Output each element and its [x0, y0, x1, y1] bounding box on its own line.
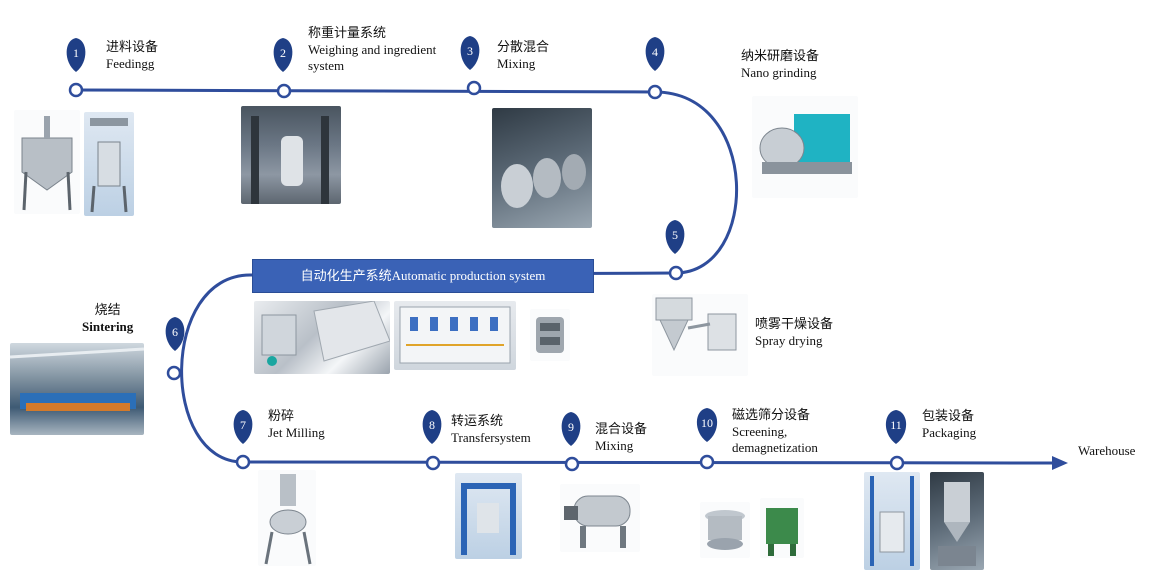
step-2-en-line2: system	[308, 58, 345, 73]
step-3-en: Mixing	[497, 56, 536, 71]
node-4	[647, 84, 663, 100]
marker-1-number: 1	[73, 46, 79, 60]
nano-grinding-photo	[752, 96, 858, 198]
mixing-equipment-photo	[560, 484, 640, 552]
node-11	[889, 455, 905, 471]
warehouse-text: Warehouse	[1078, 443, 1136, 458]
step-8-en: Transfersystem	[451, 430, 531, 445]
step-9-label: 混合设备 Mixing	[595, 422, 647, 454]
marker-11-number: 11	[890, 418, 902, 432]
step-1-label: 进料设备 Feedingg	[106, 40, 158, 72]
marker-6-number: 6	[172, 325, 178, 339]
feeding-equipment-photo-a	[14, 110, 80, 214]
automatic-system-photo-a	[254, 300, 391, 374]
step-8-label: 转运系统 Transfersystem	[451, 414, 531, 446]
marker-3-number: 3	[467, 44, 473, 58]
marker-4	[645, 37, 665, 71]
node-5	[668, 265, 684, 281]
marker-8-number: 8	[429, 418, 435, 432]
node-2	[276, 83, 292, 99]
step-2-en-line1: Weighing and ingredient	[308, 42, 437, 57]
screening-equipment-photo-a	[700, 502, 750, 558]
marker-2-number: 2	[280, 46, 286, 60]
node-8	[425, 455, 441, 471]
step-nodes	[68, 80, 905, 472]
step-6-cn: 烧结	[94, 303, 121, 318]
step-7-en: Jet Milling	[268, 425, 325, 440]
step-7-cn: 粉碎	[268, 409, 295, 424]
marker-8	[422, 410, 442, 444]
warehouse-label: Warehouse	[1078, 443, 1135, 459]
flow-arrowhead	[1052, 456, 1068, 470]
automatic-production-banner: 自动化生产系统Automatic production system	[252, 259, 594, 293]
step-7-label: 粉碎 Jet Milling	[268, 409, 325, 441]
step-10-en-line1: Screening,	[732, 424, 788, 439]
node-9	[564, 456, 580, 472]
marker-5-number: 5	[672, 228, 678, 242]
step-5-en: Spray drying	[755, 333, 823, 348]
feeding-equipment-photo-b	[84, 112, 134, 216]
automatic-system-valve-photo	[530, 309, 570, 361]
step-10-en-line2: demagnetization	[732, 440, 818, 455]
marker-numbers: 1 2 3 4 5 6 7 8 9 10 11	[73, 44, 902, 434]
dispersion-mixing-photo	[492, 108, 592, 228]
step-3-label: 分散混合 Mixing	[497, 40, 549, 72]
jet-milling-photo	[258, 470, 316, 566]
sintering-photo	[9, 343, 145, 435]
node-3	[466, 80, 482, 96]
step-10-label: 磁选筛分设备 Screening, demagnetization	[732, 408, 818, 456]
automatic-system-control-panel-photo	[394, 301, 516, 370]
marker-6	[165, 317, 185, 351]
weighing-system-photo	[241, 106, 341, 204]
marker-1	[66, 38, 86, 72]
step-2-label: 称重计量系统 Weighing and ingredient system	[308, 26, 436, 74]
marker-3	[460, 36, 480, 70]
marker-5	[665, 220, 685, 254]
step-9-en: Mixing	[595, 438, 634, 453]
node-6	[166, 365, 182, 381]
step-2-cn: 称重计量系统	[308, 26, 387, 41]
step-6-en: Sintering	[82, 319, 134, 334]
step-1-en: Feedingg	[106, 56, 155, 71]
marker-11	[885, 410, 907, 444]
step-11-cn: 包装设备	[922, 409, 975, 424]
step-4-label: 纳米研磨设备 Nano grinding	[741, 49, 819, 81]
node-1	[68, 82, 84, 98]
marker-2	[273, 38, 293, 72]
marker-7-number: 7	[240, 418, 246, 432]
step-9-cn: 混合设备	[595, 422, 648, 437]
step-8-cn: 转运系统	[451, 414, 504, 429]
node-10	[699, 454, 715, 470]
spray-drying-photo	[652, 294, 748, 376]
step-5-cn: 喷雾干燥设备	[755, 317, 834, 332]
node-7	[235, 454, 251, 470]
step-10-cn: 磁选筛分设备	[732, 408, 811, 423]
marker-10-number: 10	[701, 416, 713, 430]
packaging-equipment-photo-a	[864, 472, 920, 570]
marker-10	[696, 408, 718, 442]
step-3-cn: 分散混合	[497, 40, 550, 55]
step-4-cn: 纳米研磨设备	[741, 49, 820, 64]
demagnetization-equipment-photo	[760, 498, 804, 558]
marker-4-number: 4	[652, 45, 658, 59]
marker-9-number: 9	[568, 420, 574, 434]
step-5-label: 喷雾干燥设备 Spray drying	[755, 317, 833, 349]
step-4-en: Nano grinding	[741, 65, 817, 80]
step-11-label: 包装设备 Packaging	[922, 409, 976, 441]
step-11-en: Packaging	[922, 425, 977, 440]
marker-9	[561, 412, 581, 446]
transfer-system-photo	[455, 473, 522, 559]
packaging-equipment-photo-b	[930, 472, 984, 570]
step-markers	[66, 36, 907, 446]
marker-7	[233, 410, 253, 444]
step-6-label: 烧结 Sintering	[82, 303, 133, 335]
step-1-cn: 进料设备	[106, 40, 159, 55]
